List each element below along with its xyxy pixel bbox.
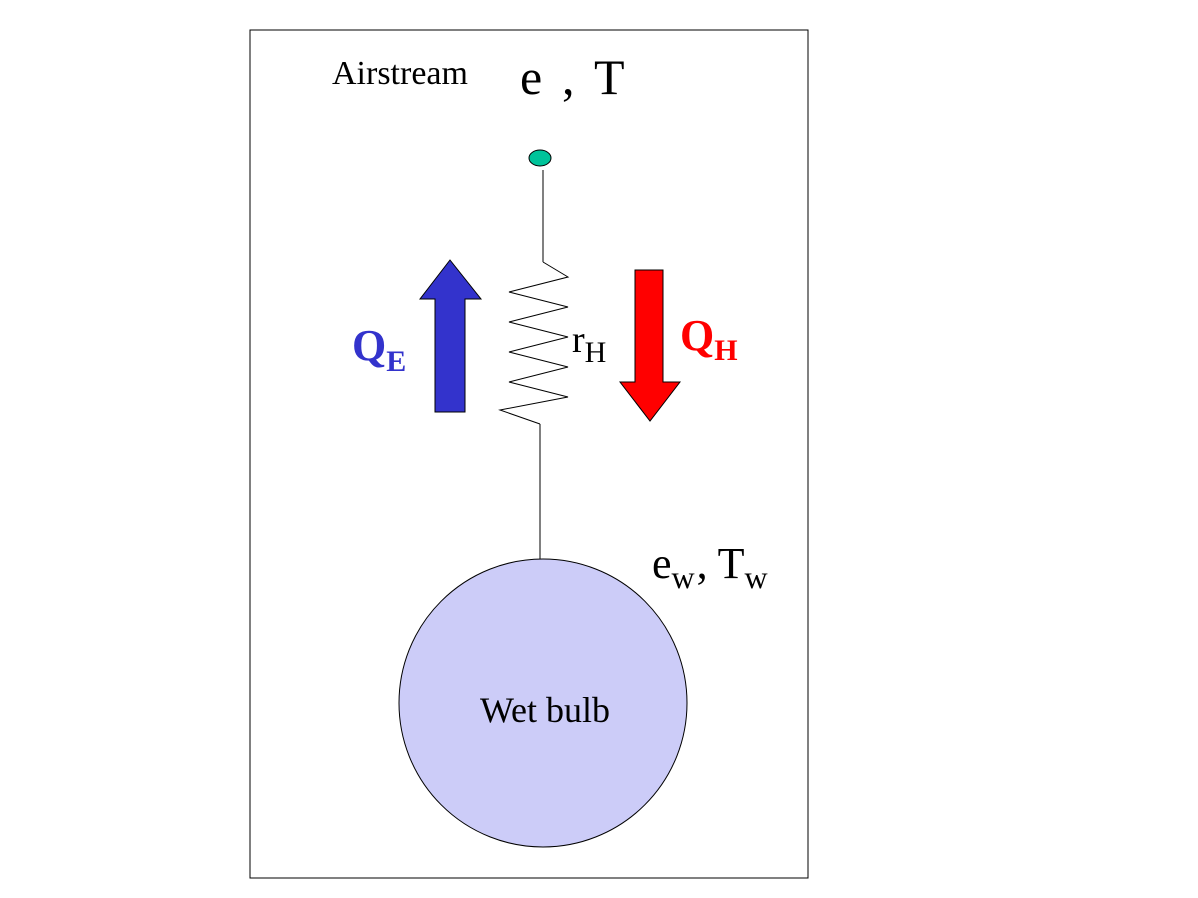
resistance-subscript: H: [585, 336, 607, 369]
wet-bulb-circle: [398, 558, 688, 848]
wet-bulb-temperature-subscript: w: [745, 559, 768, 595]
airstream-node: [528, 149, 552, 167]
sensible-flux-symbol: Q: [680, 311, 714, 360]
wet-bulb-temperature: T: [718, 539, 745, 588]
wet-bulb-vapour-pressure-subscript: w: [672, 559, 695, 595]
resistor-zigzag: [498, 261, 570, 425]
airstream-comma: ,: [562, 49, 575, 105]
resistance-symbol: r: [572, 319, 585, 361]
wet-bulb-vapour-pressure: e: [652, 539, 672, 588]
wet-bulb-state-label: ew,Tw: [652, 539, 768, 595]
airstream-vapour-pressure: e: [520, 49, 542, 105]
latent-flux-symbol: Q: [352, 321, 386, 370]
sensible-flux-label: QH: [680, 311, 738, 367]
latent-flux-subscript: E: [386, 345, 406, 378]
airstream-temperature: T: [594, 49, 625, 105]
sensible-flux-arrow: [618, 269, 682, 422]
resistance-label: rH: [572, 319, 606, 369]
sensible-flux-subscript: H: [714, 334, 737, 367]
latent-flux-label: QE: [352, 321, 406, 378]
wet-bulb-label: Wet bulb: [480, 690, 610, 730]
wet-bulb-comma: ,: [697, 539, 708, 588]
airstream-label: Airstream: [332, 55, 468, 92]
latent-flux-arrow: [418, 259, 483, 413]
